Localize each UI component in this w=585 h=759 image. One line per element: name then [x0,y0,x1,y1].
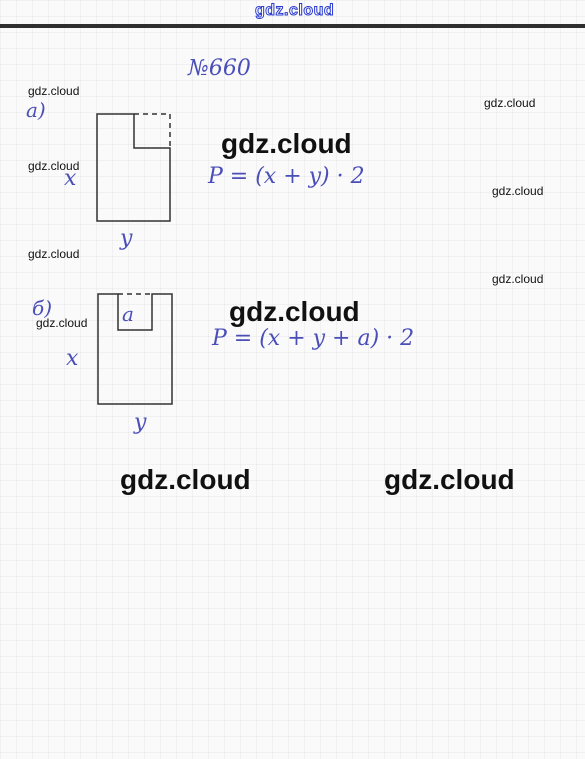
site-header-logo[interactable]: gdz.cloud [254,2,335,20]
part-b-label: б) [32,296,53,320]
part-a-formula: P = (x + y) · 2 [208,164,365,189]
watermark-small: gdz.cloud [484,96,536,110]
watermark-big: gdz.cloud [384,464,515,495]
part-a-label: а) [26,98,46,122]
watermark-big: gdz.cloud [221,128,352,159]
watermark-small: gdz.cloud [28,84,80,98]
problem-number: №660 [188,56,251,81]
part-a-side-y: y [120,226,133,251]
figure-a-cut-dashed [134,113,171,148]
part-a-side-x: x [64,166,77,191]
watermark-small: gdz.cloud [28,159,80,173]
figure-a [96,113,171,222]
part-b-side-x: x [66,346,79,371]
watermark-small: gdz.cloud [36,316,88,330]
figure-b-outline [97,293,173,405]
part-b-formula: P = (x + y + a) · 2 [212,326,415,351]
watermark-big: gdz.cloud [120,464,251,495]
part-b-cut-label: a [122,302,134,326]
watermark-small: gdz.cloud [492,272,544,286]
watermark-small: gdz.cloud [28,247,80,261]
page-top-edge [0,24,585,28]
watermark-small: gdz.cloud [492,184,544,198]
figure-b [97,293,173,405]
figure-a-outline [96,113,171,222]
watermark-big: gdz.cloud [229,296,360,327]
part-b-side-y: y [134,410,147,435]
